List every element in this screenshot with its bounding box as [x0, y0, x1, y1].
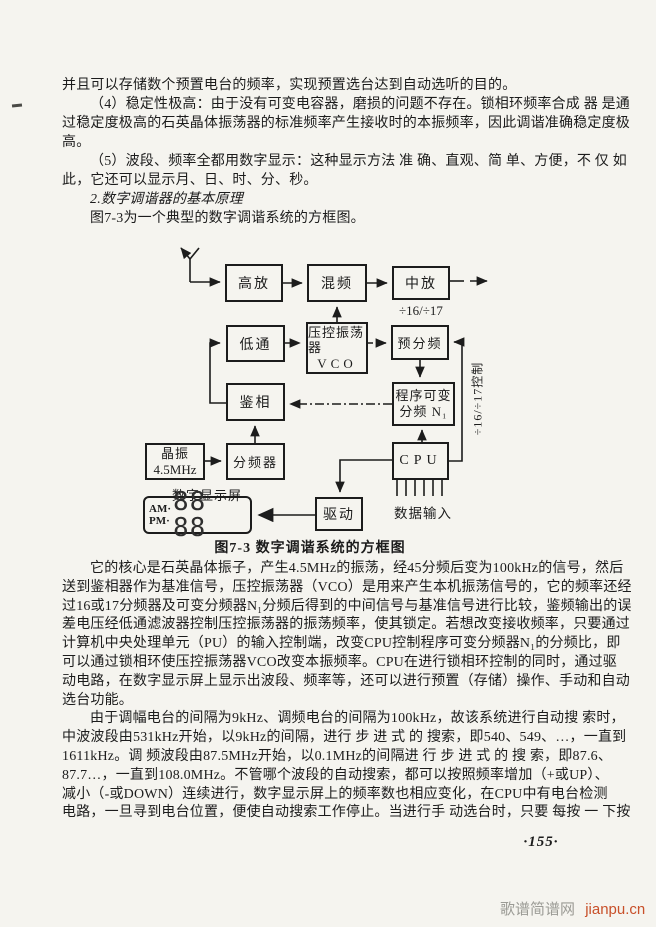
- block-if-amplifier: 中放: [392, 266, 450, 300]
- text-line: 过稳定度极高的石英晶体振荡器的标准频率产生接收时的本振频率，因此调谐准确稳定度极: [62, 116, 630, 131]
- text-line: 差电压经低通滤波器控制压控振荡器的振荡频率，使其锁定。若想改变接收频率，只要通过: [62, 617, 630, 633]
- text-line: 图7-3为一个典型的数字调谐系统的方框图。: [90, 211, 365, 226]
- display-segment-digits: 88 88: [173, 487, 207, 543]
- watermark-site-name: 歌谱简谱网: [500, 901, 576, 918]
- text-line: 87.7…，一直到108.0MHz。不管哪个波段的自动搜索，都可以按照频率增加（…: [62, 767, 609, 783]
- crystal-line2: 4.5MHz: [153, 461, 197, 477]
- display-am-label: AM·: [149, 503, 171, 515]
- page-number: ·155·: [523, 834, 559, 850]
- text-line: 1611kHz。调 频波段由87.5MHz开始，以0.1MHz的间隔进 行 步 …: [62, 748, 613, 764]
- text-line: 选台功能。: [62, 692, 133, 708]
- block-phase-detector: 鉴相: [226, 383, 285, 421]
- digital-display: AM· PM· 88 88: [143, 489, 252, 541]
- vco-abbr: VCO: [317, 355, 357, 371]
- block-cpu: CPU: [392, 442, 449, 480]
- programmable-divider-line2: 分频 N₁: [399, 404, 448, 419]
- watermark: 歌谱简谱网 jianpu.cn: [500, 898, 645, 919]
- display-title-label: 数字显示屏: [172, 488, 243, 503]
- divide-ratio-label: ÷16/÷17: [399, 303, 443, 318]
- block-frequency-divider: 分频器: [226, 443, 285, 480]
- text-line: 中波波段由531kHz开始，以9kHz的间隔，进行 步 进 式 的 搜索，即54…: [62, 730, 627, 746]
- text-line: 减小（-或DOWN）连续进行，数字显示屏上的频率数也相应变化，在CPU中有电台检…: [62, 786, 608, 802]
- antenna-icon: [180, 247, 200, 282]
- block-crystal-oscillator: 晶振 4.5MHz: [145, 443, 205, 480]
- data-input-label: 数据输入: [394, 506, 452, 521]
- text-line: 此，它还可以显示月、日、时、分、秒。: [62, 173, 318, 188]
- watermark-site-url: jianpu.cn: [585, 901, 646, 918]
- text-line: （5）波段、频率全都用数字显示：这种显示方法 准 确、直观、简 单、方便，不 仅…: [90, 154, 627, 169]
- block-prescaler: 预分频: [391, 325, 449, 360]
- text-line: 并且可以存储数个预置电台的频率，实现预置选台达到自动选听的目的。: [62, 78, 517, 93]
- top-text-block: 并且可以存储数个预置电台的频率，实现预置选台达到自动选听的目的。 （4）稳定性极…: [62, 76, 630, 228]
- scan-artifact: [11, 103, 23, 108]
- text-line: 送到鉴相器作为基准信号，压控振荡器（VCO）是用来产生本机振荡信号的，它的频率还…: [62, 579, 632, 595]
- block-programmable-divider: 程序可变 分频 N₁: [392, 382, 455, 426]
- text-line: 电路，一旦寻到电台位置，便使自动搜索工作停止。当进行手 动选台时，只要 每按 一…: [62, 805, 631, 821]
- text-line: 过16或17分频器及可变分频器N₁分频后得到的中间信号与基准信号进行比较，鉴频输…: [62, 598, 632, 614]
- block-diagram: 高放 混频 中放 ÷16/÷17 低通 压控振荡器 VCO 预分频 鉴相 程序可…: [0, 245, 656, 545]
- text-line: 高。: [62, 135, 91, 150]
- block-vco: 压控振荡器 VCO: [306, 322, 368, 374]
- body-text-block: 它的核心是石英晶体振子，产生4.5MHz的振荡，经45分频后变为100kHz的信…: [62, 560, 632, 823]
- text-line: 动电路，在数字显示屏上显示出波段、频率等，还可以进行预置（存储）操作、手动和自动: [62, 673, 630, 689]
- block-lowpass-filter: 低通: [226, 325, 285, 362]
- text-line: 它的核心是石英晶体振子，产生4.5MHz的振荡，经45分频后变为100kHz的信…: [90, 561, 624, 576]
- control-line-label: ÷16/÷17控制: [470, 361, 485, 436]
- crystal-line1: 晶振: [160, 445, 189, 461]
- text-line: 可以通过锁相环使压控振荡器VCO改变本振频率。CPU在进行锁相环控制的同时，通过…: [62, 654, 617, 670]
- diagram-connections: [180, 247, 488, 523]
- vco-title: 压控振荡器: [308, 324, 365, 356]
- section-subheading: 2.数字调谐器的基本原理: [90, 192, 243, 207]
- text-line: 计算机中央处理单元（PU）的输入控制端，改变CPU控制程序可变分频器N₁的分频比…: [62, 636, 621, 652]
- programmable-divider-line1: 程序可变: [395, 388, 452, 404]
- block-driver: 驱动: [315, 497, 363, 531]
- figure-caption: 图7-3 数字调谐系统的方框图: [214, 541, 406, 556]
- text-line: 由于调幅电台的间隔为9kHz、调频电台的间隔为100kHz，故该系统进行自动搜 …: [90, 711, 625, 727]
- text-line: （4）稳定性极高：由于没有可变电容器，磨损的问题不存在。锁相环频率合成 器 是通: [90, 97, 630, 112]
- display-pm-label: PM·: [149, 515, 170, 527]
- block-mixer: 混频: [307, 264, 367, 302]
- block-rf-amplifier: 高放: [225, 264, 283, 302]
